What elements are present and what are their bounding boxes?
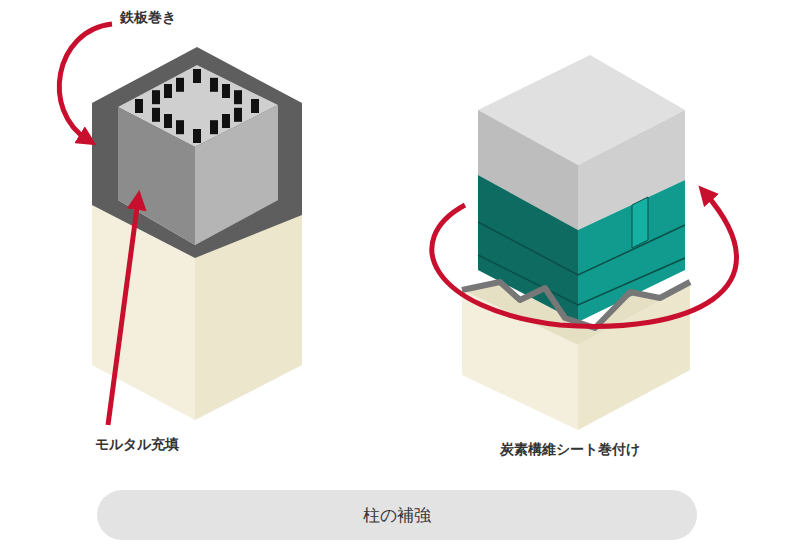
rebar — [152, 108, 160, 122]
rebar — [234, 108, 242, 122]
rebar — [164, 114, 172, 128]
steel-jacket-column — [92, 47, 302, 420]
rebar — [210, 78, 218, 92]
rebar — [222, 84, 230, 98]
wrap-arrow — [59, 24, 112, 140]
rebar — [222, 114, 230, 128]
callout-label: 炭素構維シート巻付け — [500, 441, 640, 459]
rebar — [251, 99, 259, 113]
rebar — [164, 84, 172, 98]
wrap-arrow — [432, 193, 737, 326]
rebar — [234, 90, 242, 104]
callout-label: 鉄板巻き — [120, 9, 176, 27]
rebar — [210, 120, 218, 134]
rebar — [176, 78, 184, 92]
carbon-fiber-column — [462, 55, 690, 430]
rebar — [152, 90, 160, 104]
rebar — [193, 129, 201, 143]
rebar — [176, 120, 184, 134]
rebar — [193, 69, 201, 83]
rebar — [135, 99, 143, 113]
leader-arrow — [108, 200, 138, 425]
title-band: 柱の補強 — [97, 490, 697, 540]
band-text: 柱の補強 — [363, 504, 431, 527]
callout-label: モルタル充填 — [95, 436, 179, 454]
